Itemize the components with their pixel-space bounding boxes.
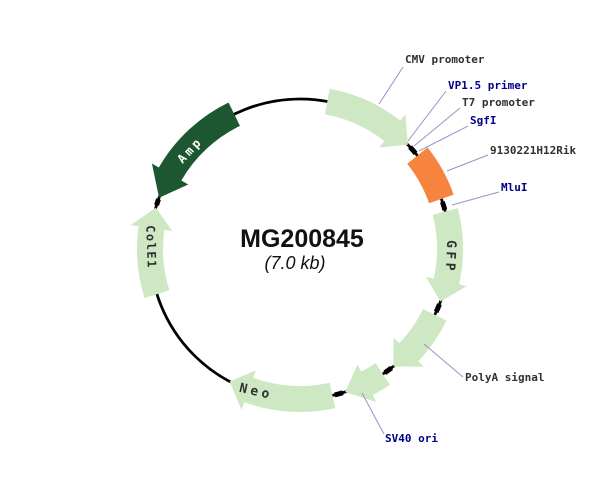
plasmid-title: MG200845 (240, 225, 364, 253)
callout-line-t7-promoter (413, 107, 461, 147)
callout-label-sv40-ori: SV40 ori (385, 432, 438, 445)
feature-sv40-ori (345, 363, 390, 403)
feature-cmv-promoter (324, 88, 408, 148)
feature-label-gfp: GFP (442, 240, 459, 275)
tick-cole1-amp-junction (154, 198, 161, 206)
callout-line-polya-signal (423, 343, 464, 378)
callout-line-sgfi (418, 125, 469, 152)
feature-cole1 (130, 207, 173, 299)
callout-line-vp15-primer (407, 90, 447, 142)
tick-gfp-polya-junction (433, 303, 442, 313)
tick-sv40-neo-junction (334, 390, 344, 398)
tick-cmv-sgfi-junction (408, 145, 418, 155)
callout-label-t7-promoter: T7 promoter (462, 96, 535, 109)
callout-line-mlui (451, 191, 500, 206)
feature-9130221h12rik (407, 147, 454, 204)
callout-label-cmv-promoter: CMV promoter (405, 53, 485, 66)
feature-gfp (425, 208, 467, 302)
feature-polya-signal (393, 309, 447, 367)
callout-label-mlui: MluI (501, 181, 528, 194)
callout-line-sv40-ori (361, 392, 385, 435)
callout-line-cmv-promoter (378, 66, 404, 105)
feature-amp (151, 102, 240, 198)
feature-label-neo: Neo (238, 381, 274, 403)
callout-label-polya-signal: PolyA signal (465, 371, 544, 384)
tick-polya-sv40-junction (383, 365, 394, 375)
feature-neo (229, 370, 336, 413)
callout-label-9130221h12rik: 9130221H12Rik (490, 144, 576, 157)
feature-label-cole1: ColE1 (143, 225, 159, 269)
plasmid-size-label: (7.0 kb) (264, 253, 325, 273)
callout-line-9130221h12rik (446, 154, 489, 172)
callout-label-sgfi: SgfI (470, 114, 497, 127)
callout-label-vp15-primer: VP1.5 primer (448, 79, 528, 92)
tick-mlui-site (440, 201, 448, 211)
